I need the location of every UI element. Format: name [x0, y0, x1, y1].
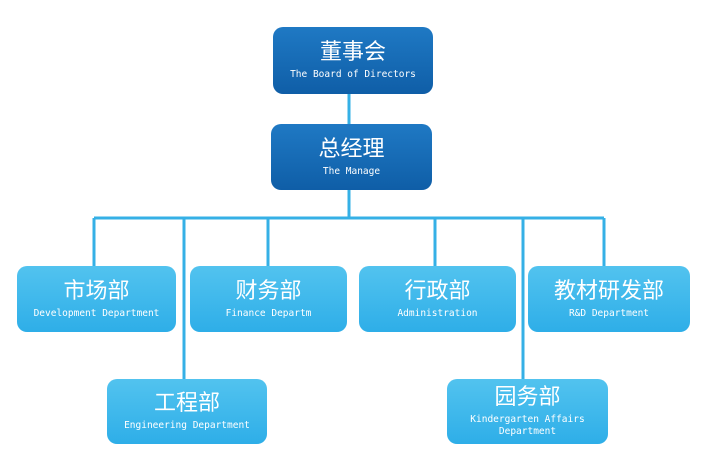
- finance-department-title: 财务部: [235, 278, 302, 304]
- market-department-subtitle: Development Department: [33, 307, 160, 319]
- board-title: 董事会: [319, 40, 386, 65]
- manager-title: 总经理: [318, 136, 385, 162]
- admin-department-subtitle: Administration: [397, 307, 478, 319]
- admin-department-title: 行政部: [404, 278, 471, 304]
- market-department-title: 市场部: [63, 278, 130, 304]
- rd-department-subtitle: R&D Department: [568, 307, 650, 319]
- kindergarten-department-node: 园务部 Kindergarten Affairs Department: [447, 379, 608, 444]
- finance-department-subtitle: Finance Departm: [225, 307, 312, 319]
- engineering-department-title: 工程部: [153, 391, 220, 416]
- manager-node: 总经理 The Manage: [271, 124, 432, 190]
- board-subtitle: The Board of Directors: [290, 69, 416, 80]
- rd-department-title: 教材研发部: [553, 278, 664, 304]
- engineering-department-subtitle: Engineering Department: [124, 420, 250, 431]
- kindergarten-department-subtitle: Kindergarten Affairs Department: [470, 414, 585, 437]
- engineering-department-node: 工程部 Engineering Department: [107, 379, 267, 444]
- manager-subtitle: The Manage: [322, 165, 381, 177]
- rd-department-node: 教材研发部 R&D Department: [528, 266, 690, 332]
- finance-department-node: 财务部 Finance Departm: [190, 266, 347, 332]
- board-node: 董事会 The Board of Directors: [273, 27, 433, 94]
- kindergarten-department-title: 园务部: [494, 385, 561, 410]
- admin-department-node: 行政部 Administration: [359, 266, 516, 332]
- market-department-node: 市场部 Development Department: [17, 266, 176, 332]
